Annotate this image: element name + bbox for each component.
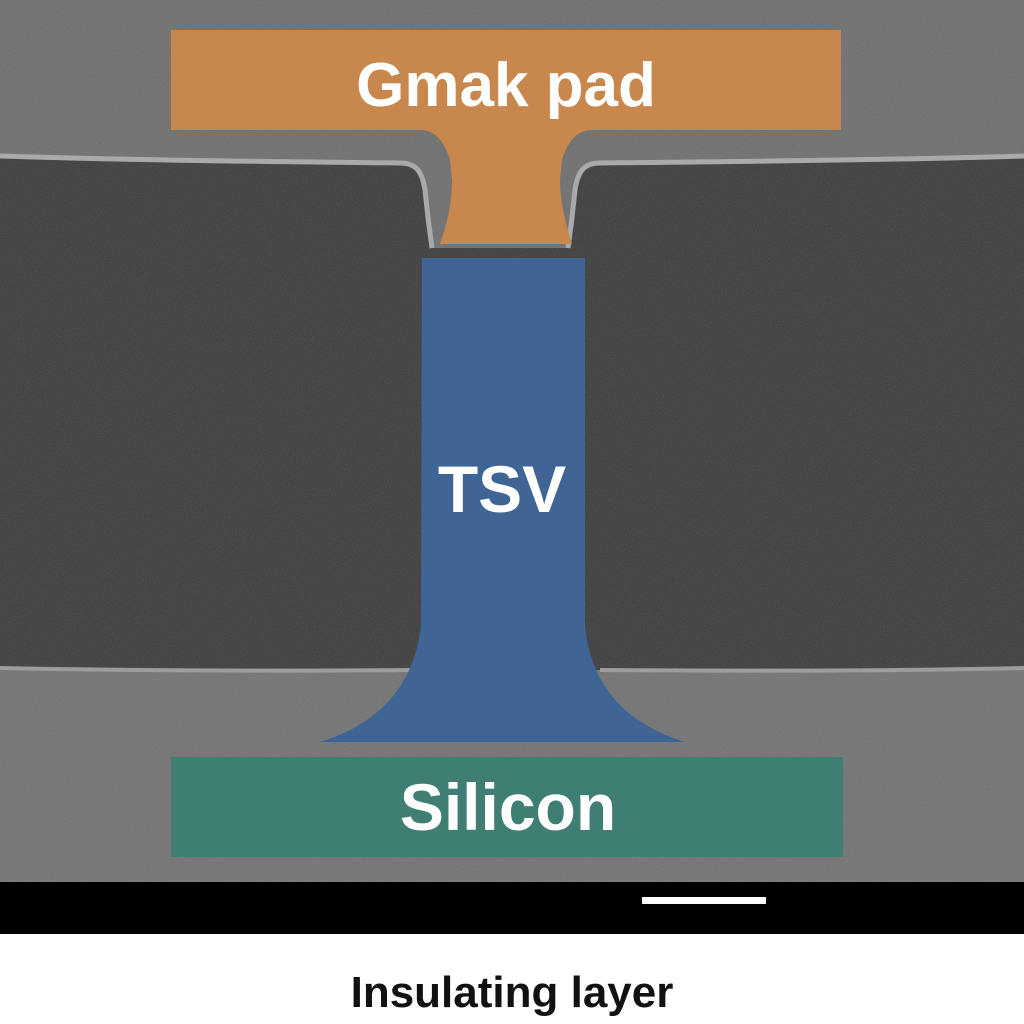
tsv-region [320, 258, 685, 742]
silicon-label: Silicon [400, 770, 616, 844]
gmak-pad-region [171, 30, 841, 244]
caption: Insulating layer [350, 968, 674, 1017]
silicon-region [171, 757, 843, 857]
scale-bar-strip [0, 882, 1024, 934]
scale-bar [642, 897, 766, 904]
tsv-label: TSV [438, 452, 566, 526]
gmak-pad-label: Gmak pad [356, 51, 656, 120]
